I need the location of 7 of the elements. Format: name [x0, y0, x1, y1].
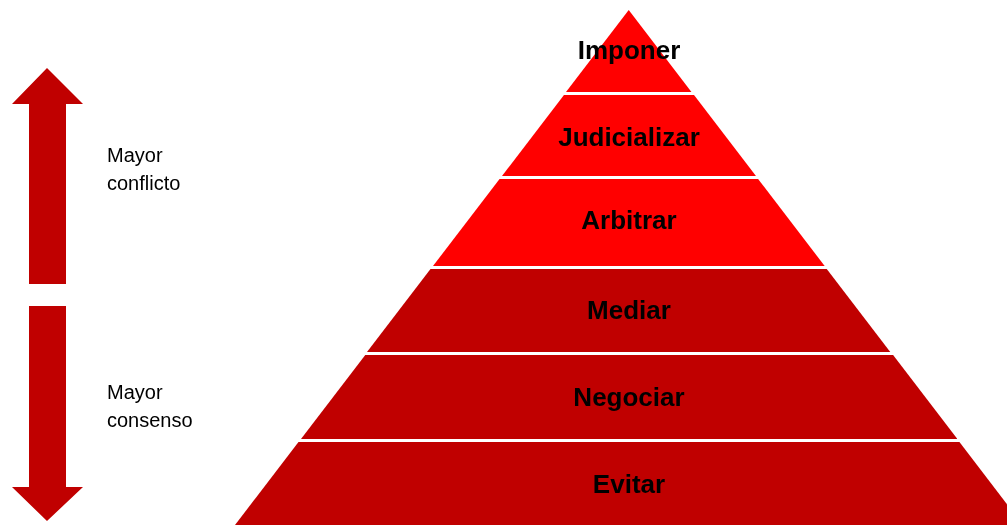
level-label: Negociar — [573, 382, 685, 413]
side-label: Mayor conflicto — [107, 143, 182, 196]
level-label: Judicializar — [558, 122, 700, 153]
level-label: Mediar — [587, 295, 671, 326]
side-label: Mayor consenso — [107, 380, 194, 433]
level-label: Evitar — [592, 469, 666, 500]
level-label: Arbitrar — [581, 205, 677, 236]
